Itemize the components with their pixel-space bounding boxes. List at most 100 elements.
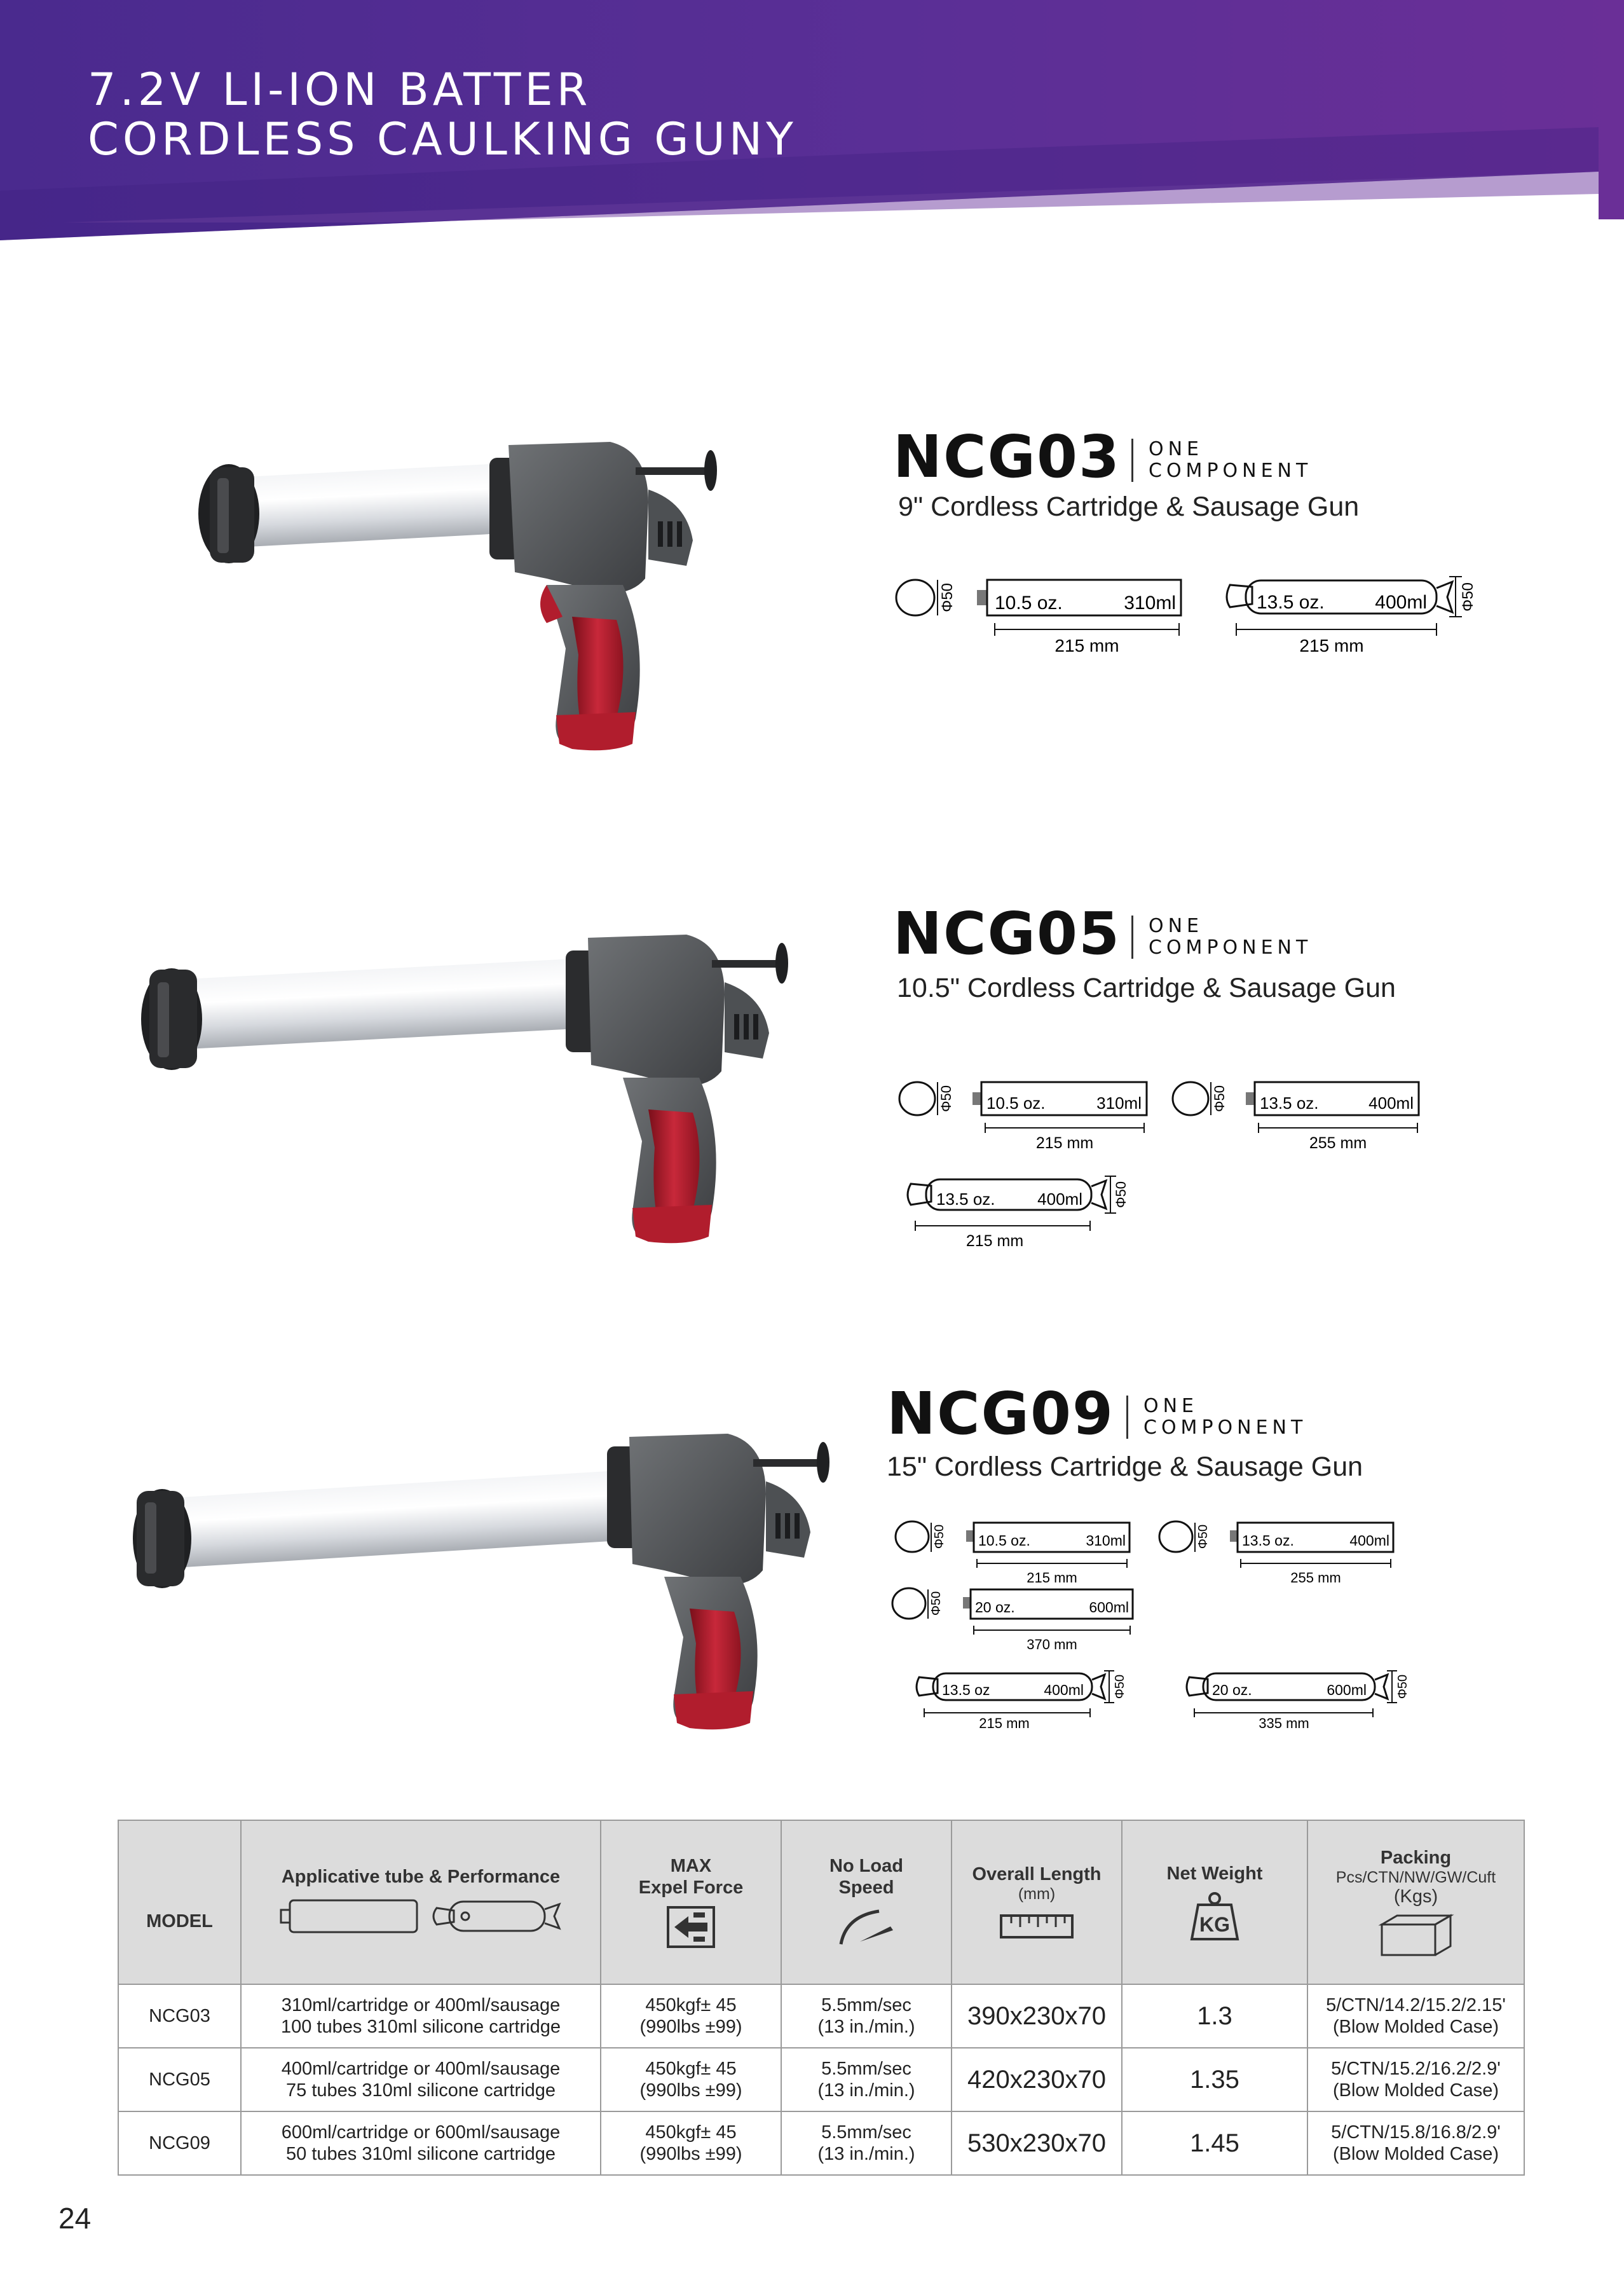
cartridge-diameter: Φ50 <box>1211 1085 1227 1112</box>
cell-force: 450kgf± 45(990lbs ±99) <box>600 2047 782 2112</box>
cartridge-oz: 13.5 oz. <box>1242 1532 1294 1549</box>
col-header-model: MODEL <box>118 1820 242 1985</box>
cell-line: 5.5mm/sec <box>821 2059 911 2079</box>
header-text: MAX <box>670 1856 712 1876</box>
product-image-ncg09 <box>133 1434 829 1730</box>
component-line1: ONE <box>1149 438 1204 460</box>
cartridge-diagram: Φ50 20 oz. 600ml 370 mm <box>890 1583 1138 1653</box>
sausage-diameter: Φ50 <box>1459 582 1477 612</box>
header-text: Packing <box>1380 1848 1452 1868</box>
cartridge-oz: 20 oz. <box>975 1599 1015 1616</box>
sausage-diameter: Φ50 <box>1396 1675 1410 1699</box>
cartridge-length: 255 mm <box>1309 1134 1367 1151</box>
header-banner <box>0 0 1624 240</box>
cell-line: 400ml/cartridge or 400ml/sausage <box>281 2059 561 2079</box>
cell-length: 420x230x70 <box>951 2047 1122 2112</box>
sausage-oz: 13.5 oz. <box>936 1190 995 1209</box>
header-text: Speed <box>838 1877 894 1898</box>
cell-weight: 1.35 <box>1121 2047 1308 2112</box>
cell-speed: 5.5mm/sec(13 in./min.) <box>781 2111 952 2176</box>
sausage-length: 335 mm <box>1259 1715 1309 1729</box>
sausage-diameter: Φ50 <box>1113 1181 1129 1208</box>
cell-speed: 5.5mm/sec(13 in./min.) <box>781 1984 952 2048</box>
cartridge-oz: 10.5 oz. <box>978 1532 1030 1549</box>
cartridge-diameter: Φ50 <box>932 1525 946 1549</box>
cell-line: (13 in./min.) <box>817 2017 915 2037</box>
box-icon <box>1377 1914 1454 1956</box>
component-label-ncg03: ONE COMPONENT <box>1131 439 1312 482</box>
col-header-force: MAX Expel Force <box>600 1820 782 1985</box>
cartridge-diameter: Φ50 <box>929 1591 943 1616</box>
cartridge-ml: 400ml <box>1349 1532 1389 1549</box>
col-header-speed: No Load Speed <box>781 1820 952 1985</box>
product-model-ncg05: NCG05 <box>893 900 1121 968</box>
col-header-packing: Packing Pcs/CTN/NW/GW/Cuft (Kgs) <box>1307 1820 1525 1985</box>
header-text: Pcs/CTN/NW/GW/Cuft <box>1335 1869 1496 1886</box>
cell-line: 5.5mm/sec <box>821 1995 911 2015</box>
cell-line: 75 tubes 310ml silicone cartridge <box>286 2080 556 2101</box>
col-header-tube: Applicative tube & Performance <box>240 1820 601 1985</box>
ruler-icon <box>1000 1914 1074 1938</box>
sausage-diagram: 20 oz. 600ml Φ50 335 mm <box>1179 1666 1421 1731</box>
col-header-length: Overall Length (mm) <box>951 1820 1122 1985</box>
cartridge-diagram: Φ50 10.5 oz. 310ml 215 mm <box>893 572 1192 655</box>
cartridge-length: 215 mm <box>1036 1134 1093 1151</box>
sausage-diagram: 13.5 oz 400ml Φ50 215 mm <box>909 1666 1138 1731</box>
cell-line: 450kgf± 45 <box>645 1995 737 2015</box>
cartridge-diagram: Φ50 13.5 oz. 400ml 255 mm <box>1170 1074 1424 1152</box>
sausage-ml: 400ml <box>1037 1190 1082 1209</box>
cell-force: 450kgf± 45(990lbs ±99) <box>600 2111 782 2176</box>
header-text: No Load <box>829 1856 903 1876</box>
header-text: Net Weight <box>1166 1863 1263 1884</box>
cell-speed: 5.5mm/sec(13 in./min.) <box>781 2047 952 2112</box>
cell-packing: 5/CTN/15.8/16.8/2.9'(Blow Molded Case) <box>1307 2111 1525 2176</box>
cell-model: NCG03 <box>118 1984 242 2048</box>
cartridge-oz: 10.5 oz. <box>986 1094 1046 1113</box>
header-text: (Kgs) <box>1393 1886 1438 1907</box>
component-line1: ONE <box>1149 915 1204 937</box>
cartridge-oz: 10.5 oz. <box>995 593 1063 614</box>
product-subtitle-ncg09: 15" Cordless Cartridge & Sausage Gun <box>887 1451 1363 1482</box>
force-icon <box>667 1906 715 1948</box>
cell-line: 5.5mm/sec <box>821 2122 911 2143</box>
cell-line: (Blow Molded Case) <box>1332 2017 1499 2037</box>
cell-line: 5/CTN/15.8/16.8/2.9' <box>1331 2122 1501 2143</box>
cartridge-ml: 400ml <box>1368 1094 1414 1113</box>
cartridge-diagram: Φ50 13.5 oz. 400ml 255 mm <box>1157 1516 1398 1586</box>
header-text: Applicative tube & Performance <box>281 1867 561 1887</box>
header-title-line1: 7.2V LI-ION BATTER <box>88 64 592 116</box>
product-subtitle-ncg05: 10.5" Cordless Cartridge & Sausage Gun <box>897 973 1396 1003</box>
sausage-oz: 13.5 oz. <box>1257 592 1325 613</box>
cartridge-diagram: Φ50 10.5 oz. 310ml 215 mm <box>893 1516 1135 1586</box>
cell-model: NCG09 <box>118 2111 242 2176</box>
cartridge-length: 370 mm <box>1027 1636 1077 1652</box>
sausage-length: 215 mm <box>966 1232 1023 1249</box>
sausage-length: 215 mm <box>1299 636 1363 655</box>
component-line2: COMPONENT <box>1149 937 1313 959</box>
cartridge-ml: 310ml <box>1124 593 1176 614</box>
cartridge-length: 215 mm <box>1054 636 1119 655</box>
sausage-oz: 13.5 oz <box>942 1682 990 1698</box>
sausage-diameter: Φ50 <box>1113 1675 1127 1699</box>
cell-line: 450kgf± 45 <box>645 2059 737 2079</box>
cell-line: 310ml/cartridge or 400ml/sausage <box>281 1995 561 2015</box>
cell-packing: 5/CTN/15.2/16.2/2.9'(Blow Molded Case) <box>1307 2047 1525 2112</box>
cartridge-length: 255 mm <box>1290 1570 1341 1586</box>
product-image-ncg03 <box>198 442 717 751</box>
sausage-oz: 20 oz. <box>1212 1682 1252 1698</box>
sausage-ml: 400ml <box>1375 592 1427 613</box>
col-header-weight: Net Weight KG <box>1121 1820 1308 1985</box>
cartridge-length: 215 mm <box>1027 1570 1077 1586</box>
spec-table: MODEL Applicative tube & Performance MAX… <box>118 1820 1525 2176</box>
cell-weight: 1.45 <box>1121 2111 1308 2176</box>
cell-line: (990lbs ±99) <box>639 2080 742 2101</box>
cell-line: 100 tubes 310ml silicone cartridge <box>280 2017 561 2037</box>
cell-line: (990lbs ±99) <box>639 2017 742 2037</box>
cell-line: (Blow Molded Case) <box>1332 2080 1499 2101</box>
cell-line: 5/CTN/15.2/16.2/2.9' <box>1331 2059 1501 2079</box>
sausage-diagram: 13.5 oz. 400ml Φ50 215 mm <box>1217 569 1484 655</box>
